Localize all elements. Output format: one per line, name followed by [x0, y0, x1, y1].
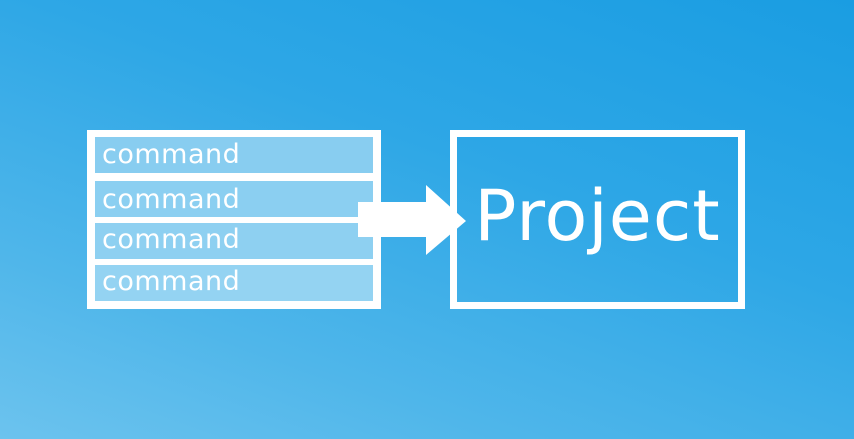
command-row: command	[95, 137, 373, 173]
command-row: command	[95, 265, 373, 301]
project-box: Project	[450, 130, 745, 309]
project-label: Project	[474, 174, 721, 257]
command-row: command	[95, 223, 373, 259]
arrow-right-icon	[358, 185, 466, 255]
command-row: command	[95, 181, 373, 217]
command-list: command command command command	[87, 130, 381, 309]
